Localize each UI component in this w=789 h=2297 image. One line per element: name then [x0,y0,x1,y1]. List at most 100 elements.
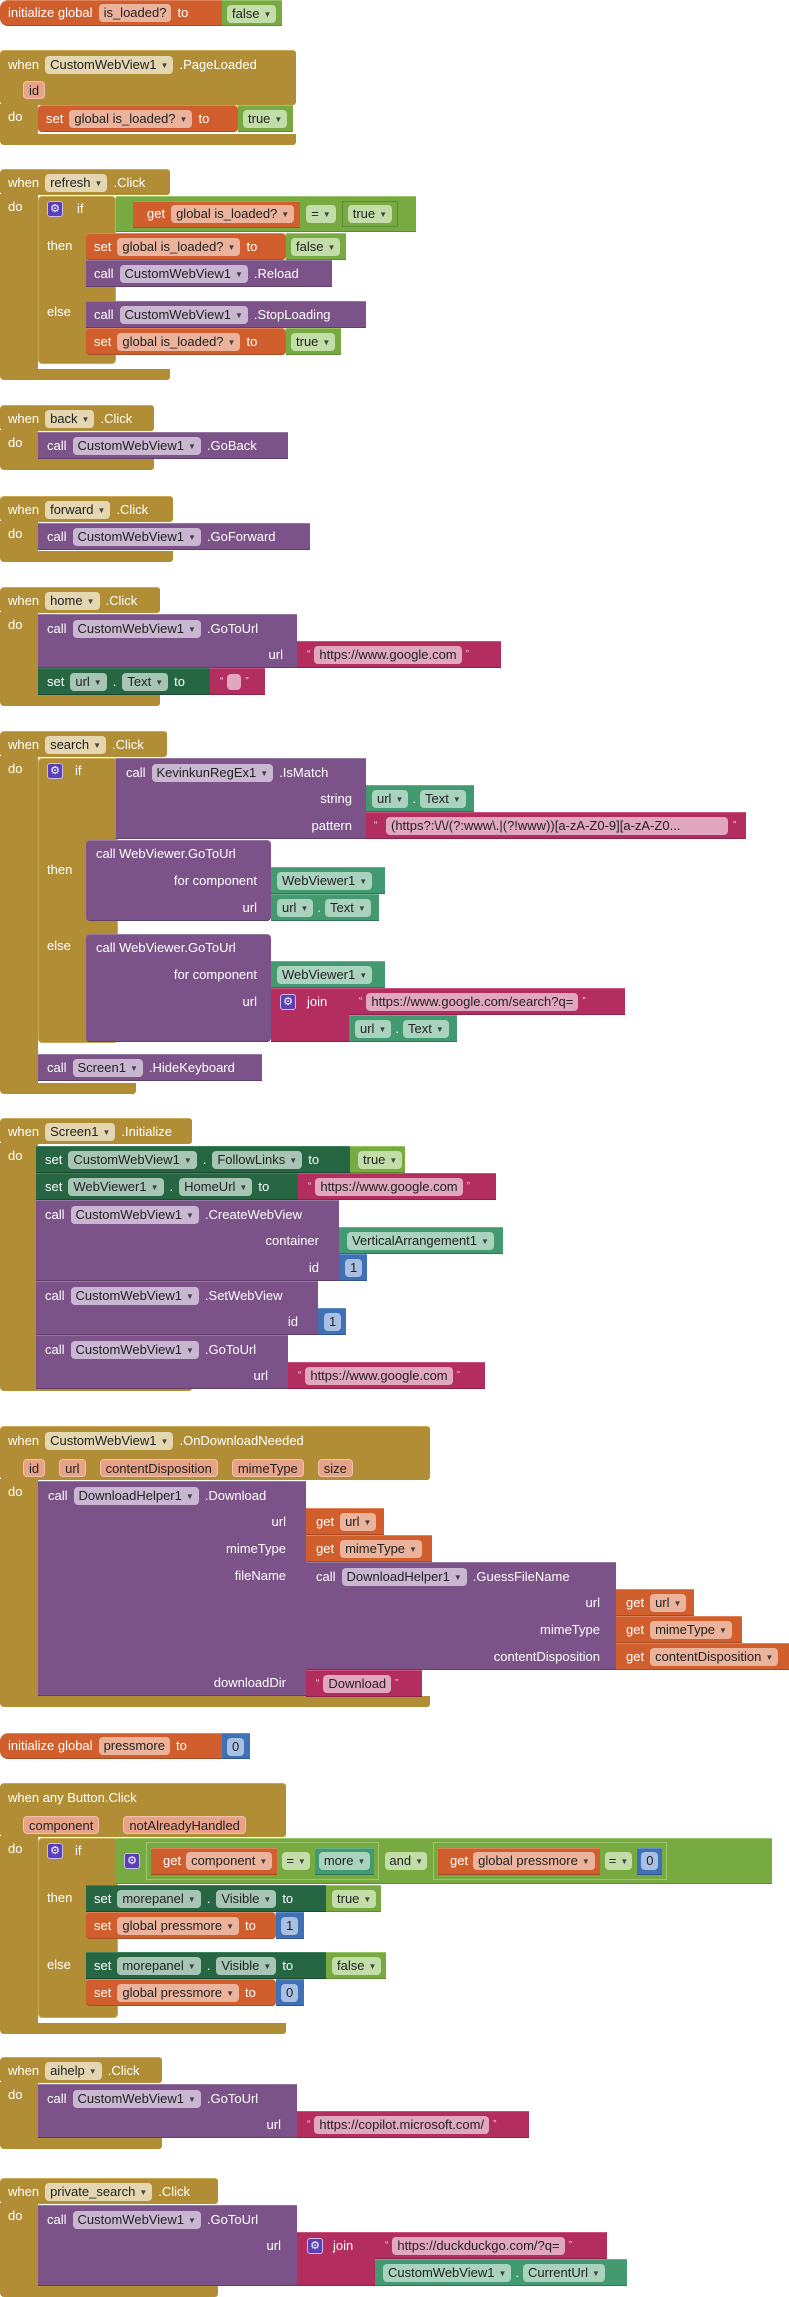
set-pressmore-block[interactable]: set global pressmore▼ to [86,1912,276,1939]
number-value[interactable]: 0 [227,1738,245,1756]
and-block[interactable]: ⚙ get component▼ =▼ more▼ and▼ get globa… [116,1838,772,1884]
var-name-field[interactable]: pressmore [98,1737,170,1755]
string-value[interactable]: https://www.google.com [314,645,462,664]
call-gotourl-block[interactable]: call CustomWebView1▼ .GoToUrl url [36,1335,288,1389]
gear-icon[interactable]: ⚙ [280,994,296,1010]
component-dropdown[interactable]: VerticalArrangement1▼ [347,1232,494,1250]
get-mimetype-block[interactable]: get mimeType▼ [616,1616,742,1643]
boolean-dropdown[interactable]: true▼ [332,1890,377,1908]
event-aihelp-click[interactable]: when aihelp▼ .Click [0,2057,162,2083]
event-home-click[interactable]: when home▼ .Click [0,587,160,613]
more-component-block[interactable]: more▼ [314,1847,375,1875]
boolean-dropdown[interactable]: false▼ [332,1957,382,1975]
set-global-block[interactable]: set global is_loaded?▼ to [86,328,286,355]
property-dropdown[interactable]: Text▼ [420,789,466,808]
text-string-block[interactable]: “ https://copilot.microsoft.com/ ” [297,2111,529,2138]
var-dropdown[interactable]: global pressmore▼ [117,1916,239,1935]
call-gotourl-block[interactable]: call CustomWebView1▼ .GoToUrl url [38,2205,297,2286]
text-string-block[interactable]: “ Download ” [306,1670,422,1697]
number-block[interactable]: 0 [637,1847,663,1875]
set-morepanel-visible-block[interactable]: set morepanel▼ . Visible▼ to [86,1952,326,1979]
set-url-text-block[interactable]: set url▼ . Text▼ to [38,668,210,695]
component-dropdown[interactable]: CustomWebView1▼ [68,1150,197,1169]
property-dropdown[interactable]: Text▼ [122,672,169,691]
component-dropdown[interactable]: CustomWebView1▼ [72,2210,201,2229]
var-dropdown[interactable]: global pressmore▼ [117,1983,239,2002]
component-dropdown[interactable]: morepanel▼ [117,1889,201,1908]
call-reload-block[interactable]: call CustomWebView1▼ .Reload [86,260,332,287]
component-dropdown[interactable]: WebViewer1▼ [277,872,373,890]
component-dropdown[interactable]: CustomWebView1▼ [72,436,201,455]
var-dropdown[interactable]: mimeType▼ [340,1539,422,1558]
logic-true-block[interactable]: true▼ [238,105,293,132]
logic-false-block[interactable]: false▼ [326,1952,386,1979]
call-webviewer-gotourl-block[interactable]: call WebViewer.GoToUrl for component url [86,934,271,1042]
component-dropdown[interactable]: DownloadHelper1▼ [73,1486,199,1505]
component-dropdown[interactable]: Screen1▼ [72,1058,143,1077]
component-dropdown[interactable]: Screen1▼ [45,1122,116,1141]
event-refresh-click[interactable]: when refresh▼ .Click [0,169,170,195]
set-followlinks-block[interactable]: set CustomWebView1▼ . FollowLinks▼ to [36,1146,350,1173]
property-dropdown[interactable]: HomeUrl▼ [179,1177,253,1196]
component-dropdown[interactable]: KevinkunRegEx1▼ [151,763,274,782]
logic-true-block[interactable]: true▼ [286,328,341,355]
call-gotourl-block[interactable]: call CustomWebView1▼ .GoToUrl url [38,614,297,668]
param-notalreadyhandled[interactable]: notAlreadyHandled [123,1816,246,1834]
var-dropdown[interactable]: url▼ [340,1512,377,1531]
component-dropdown[interactable]: forward▼ [45,500,111,519]
and-dropdown[interactable]: and▼ [385,1852,428,1870]
component-dropdown[interactable]: CustomWebView1▼ [70,1286,199,1305]
component-dropdown[interactable]: CustomWebView1▼ [72,619,201,638]
call-guessfilename-block[interactable]: call DownloadHelper1▼ .GuessFileName url… [306,1562,616,1670]
event-search-click[interactable]: when search▼ .Click [0,731,167,757]
set-global-block[interactable]: set global is_loaded?▼ to [86,233,286,260]
url-text-getter[interactable]: url▼ . Text▼ [271,894,379,921]
compare-block[interactable]: get global pressmore▼ =▼ 0 [433,1842,668,1880]
event-forward-click[interactable]: when forward▼ .Click [0,496,173,522]
join-block[interactable]: ⚙ join [271,988,349,1042]
text-string-block[interactable]: “ https://duckduckgo.com/?q= ” [375,2232,607,2259]
component-dropdown[interactable]: url▼ [355,1019,392,1038]
var-dropdown[interactable]: global is_loaded?▼ [117,237,241,256]
get-component-block[interactable]: get component▼ [151,1847,278,1875]
component-dropdown[interactable]: WebViewer1▼ [68,1177,164,1196]
param-size[interactable]: size [317,1459,353,1477]
boolean-dropdown[interactable]: true▼ [243,110,288,128]
property-dropdown[interactable]: Text▼ [403,1019,449,1038]
call-stoploading-block[interactable]: call CustomWebView1▼ .StopLoading [86,301,366,328]
component-dropdown[interactable]: home▼ [45,591,100,610]
component-dropdown[interactable]: url▼ [372,789,409,808]
init-global-pressmore[interactable]: initialize global pressmore to [0,1733,222,1759]
number-block[interactable]: 1 [276,1912,304,1939]
logic-true-block[interactable]: true▼ [326,1885,381,1912]
logic-false-block[interactable]: false▼ [222,0,282,26]
boolean-dropdown[interactable]: true▼ [358,1151,403,1169]
get-url-block[interactable]: get url▼ [306,1508,384,1535]
string-value[interactable]: https://www.google.com [315,1177,463,1196]
param-id[interactable]: id [23,81,46,99]
component-dropdown[interactable]: refresh▼ [45,173,108,192]
boolean-dropdown[interactable]: true▼ [347,205,393,223]
logic-true-block[interactable]: true▼ [341,201,399,227]
event-back-click[interactable]: when back▼ .Click [0,405,154,431]
number-block[interactable]: 0 [276,1979,304,2006]
number-value[interactable]: 0 [641,1852,659,1870]
param-component[interactable]: component [23,1816,100,1834]
param-mimetype[interactable]: mimeType [231,1459,304,1477]
number-value[interactable]: 0 [281,1984,299,2002]
get-url-block[interactable]: get url▼ [616,1589,694,1616]
compare-block[interactable]: get global is_loaded?▼ =▼ true▼ [116,196,416,232]
call-goback-block[interactable]: call CustomWebView1▼ .GoBack [38,432,288,459]
var-name-field[interactable]: is_loaded? [98,4,172,22]
gear-icon[interactable]: ⚙ [307,2238,323,2254]
boolean-dropdown[interactable]: false▼ [291,238,341,256]
set-pressmore-block[interactable]: set global pressmore▼ to [86,1979,276,2006]
param-url[interactable]: url [59,1459,86,1477]
number-value[interactable]: 1 [324,1313,342,1331]
join-block[interactable]: ⚙ join [297,2232,375,2286]
var-dropdown[interactable]: global is_loaded?▼ [117,332,241,351]
component-dropdown[interactable]: private_search▼ [45,2182,153,2201]
call-webviewer-gotourl-block[interactable]: call WebViewer.GoToUrl for component url [86,840,271,921]
number-block[interactable]: 1 [339,1254,367,1281]
set-homeurl-block[interactable]: set WebViewer1▼ . HomeUrl▼ to [36,1173,298,1200]
